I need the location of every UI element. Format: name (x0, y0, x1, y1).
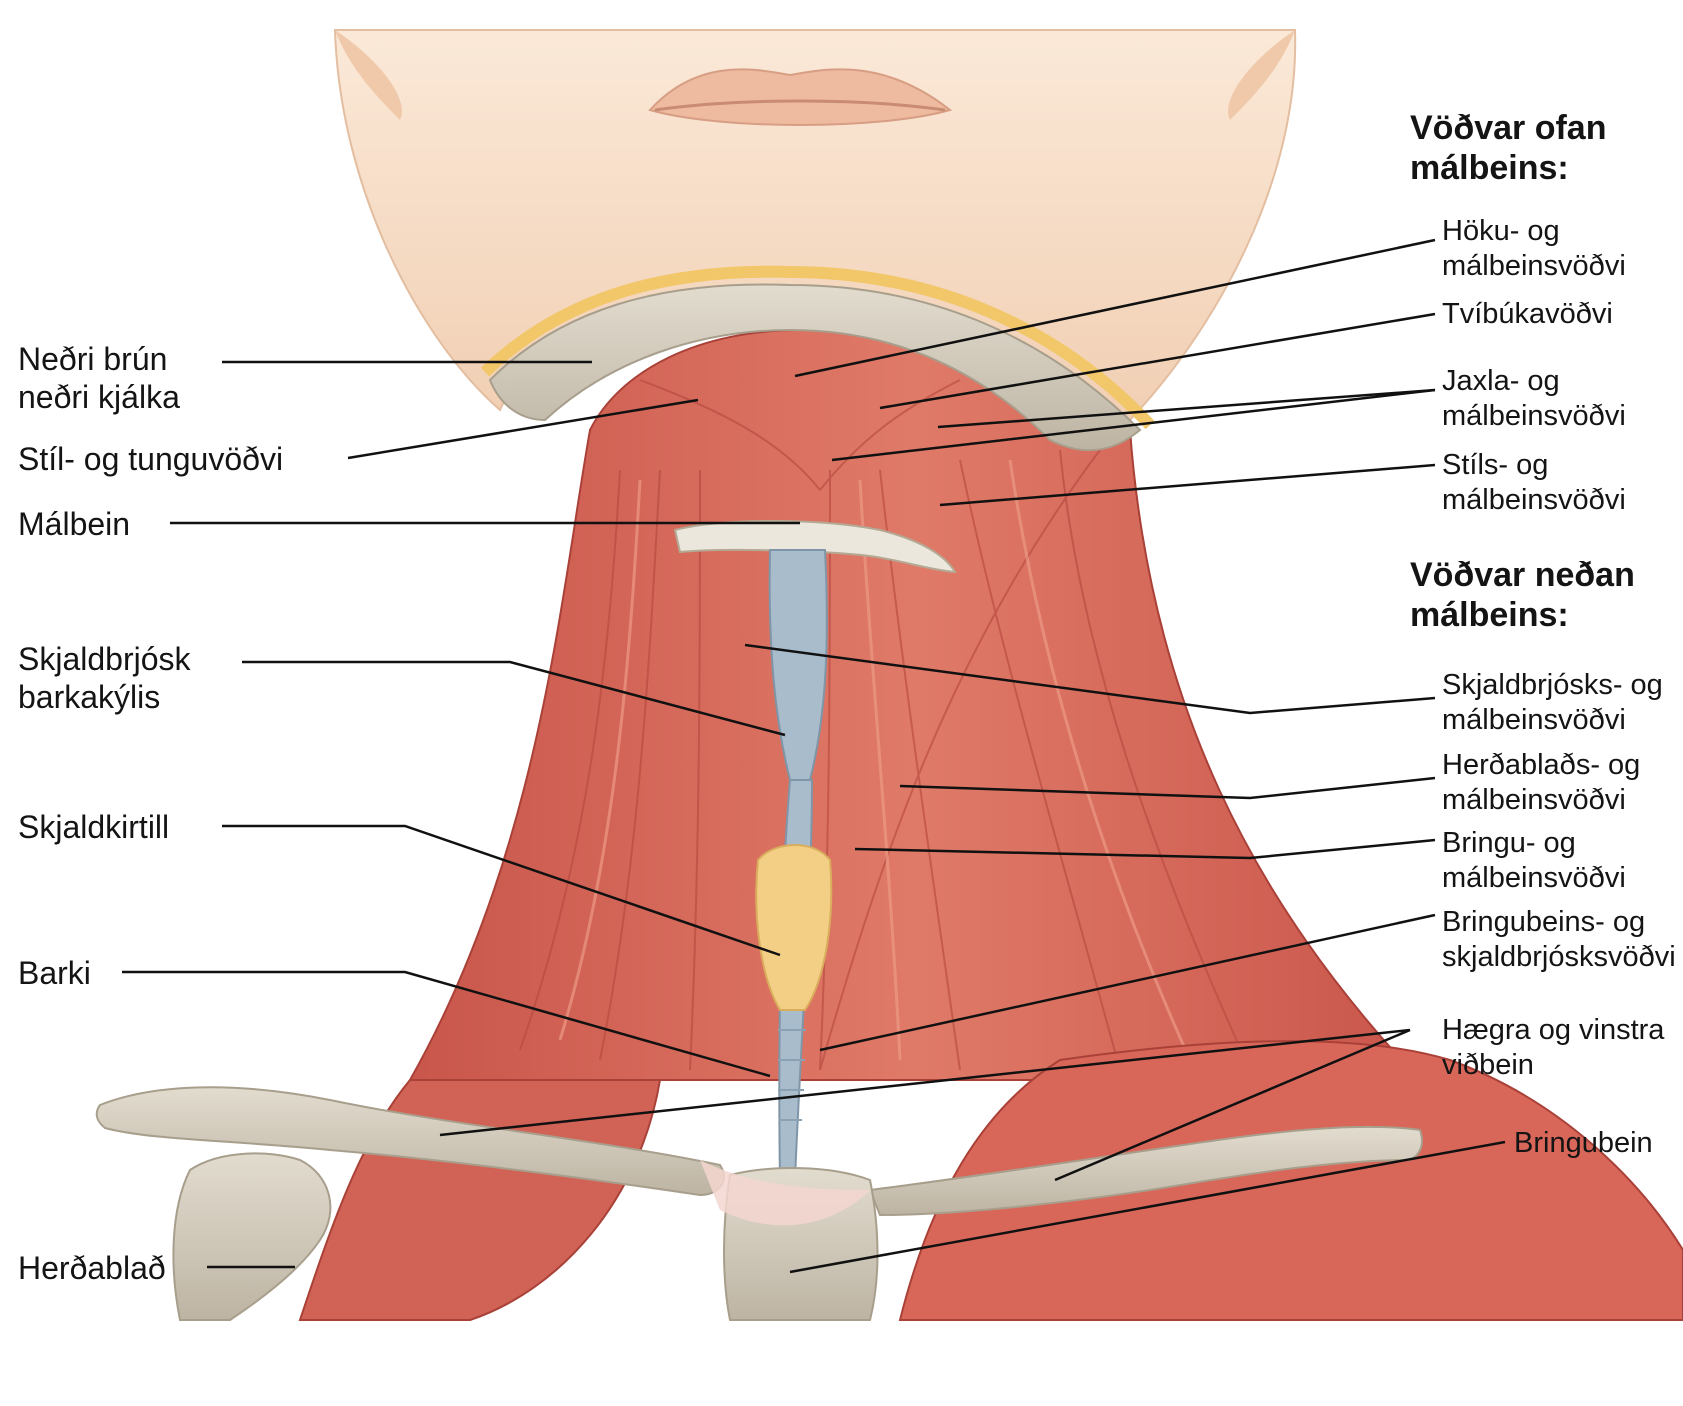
heading-suprahyoid: Vöðvar ofan málbeins: (1410, 109, 1607, 187)
ear-left (335, 30, 402, 120)
label-sternohyoid: Bringu- og málbeinsvöðvi (1442, 827, 1626, 894)
label-sternothyroid: Bringubeins- og skjaldbrjósksvöðvi (1442, 906, 1676, 973)
label-thyroid-gland: Skjaldkirtill (18, 809, 170, 845)
label-thyrohyoid: Skjaldbrjósks- og málbeinsvöðvi (1442, 669, 1663, 736)
mandible-bone (488, 283, 1142, 452)
label-sternum: Bringubein (1514, 1127, 1653, 1159)
sternoclavicular-ligament (700, 1160, 870, 1226)
label-clavicles: Hægra og vinstra viðbein (1442, 1014, 1665, 1081)
label-thyroid-cartilage: Skjaldbrjósk barkakýlis (18, 641, 191, 715)
label-trachea: Barki (18, 955, 91, 991)
thyroid-gland (755, 844, 833, 1011)
clavicle-right (868, 1125, 1423, 1217)
lips (648, 68, 953, 126)
lip-line (654, 99, 946, 112)
label-styloglossus: Stíl- og tunguvöðvi (18, 441, 284, 477)
label-mylohyoid: Jaxla- og málbeinsvöðvi (1442, 365, 1626, 432)
muscle-highlights (558, 459, 1192, 1061)
clavicle-left (95, 1086, 725, 1197)
scapula-bone (172, 1152, 332, 1321)
heading-infrahyoid: Vöðvar neðan málbeins: (1410, 556, 1635, 634)
label-mandible: Neðri brún neðri kjálka (18, 341, 180, 415)
label-stylohyoid: Stíls- og málbeinsvöðvi (1442, 449, 1626, 516)
label-omohyoid: Herðablaðs- og málbeinsvöðvi (1442, 749, 1641, 816)
ear-right (1228, 30, 1295, 120)
label-digastric: Tvíbúkavöðvi (1442, 298, 1613, 330)
label-geniohyoid: Höku- og málbeinsvöðvi (1442, 215, 1626, 282)
mandible-marrow (480, 265, 1155, 430)
label-scapula: Herðablað (18, 1250, 166, 1286)
leader-lines (122, 238, 1506, 1274)
neck-muscles (408, 328, 1423, 1081)
label-hyoid: Málbein (18, 506, 131, 542)
